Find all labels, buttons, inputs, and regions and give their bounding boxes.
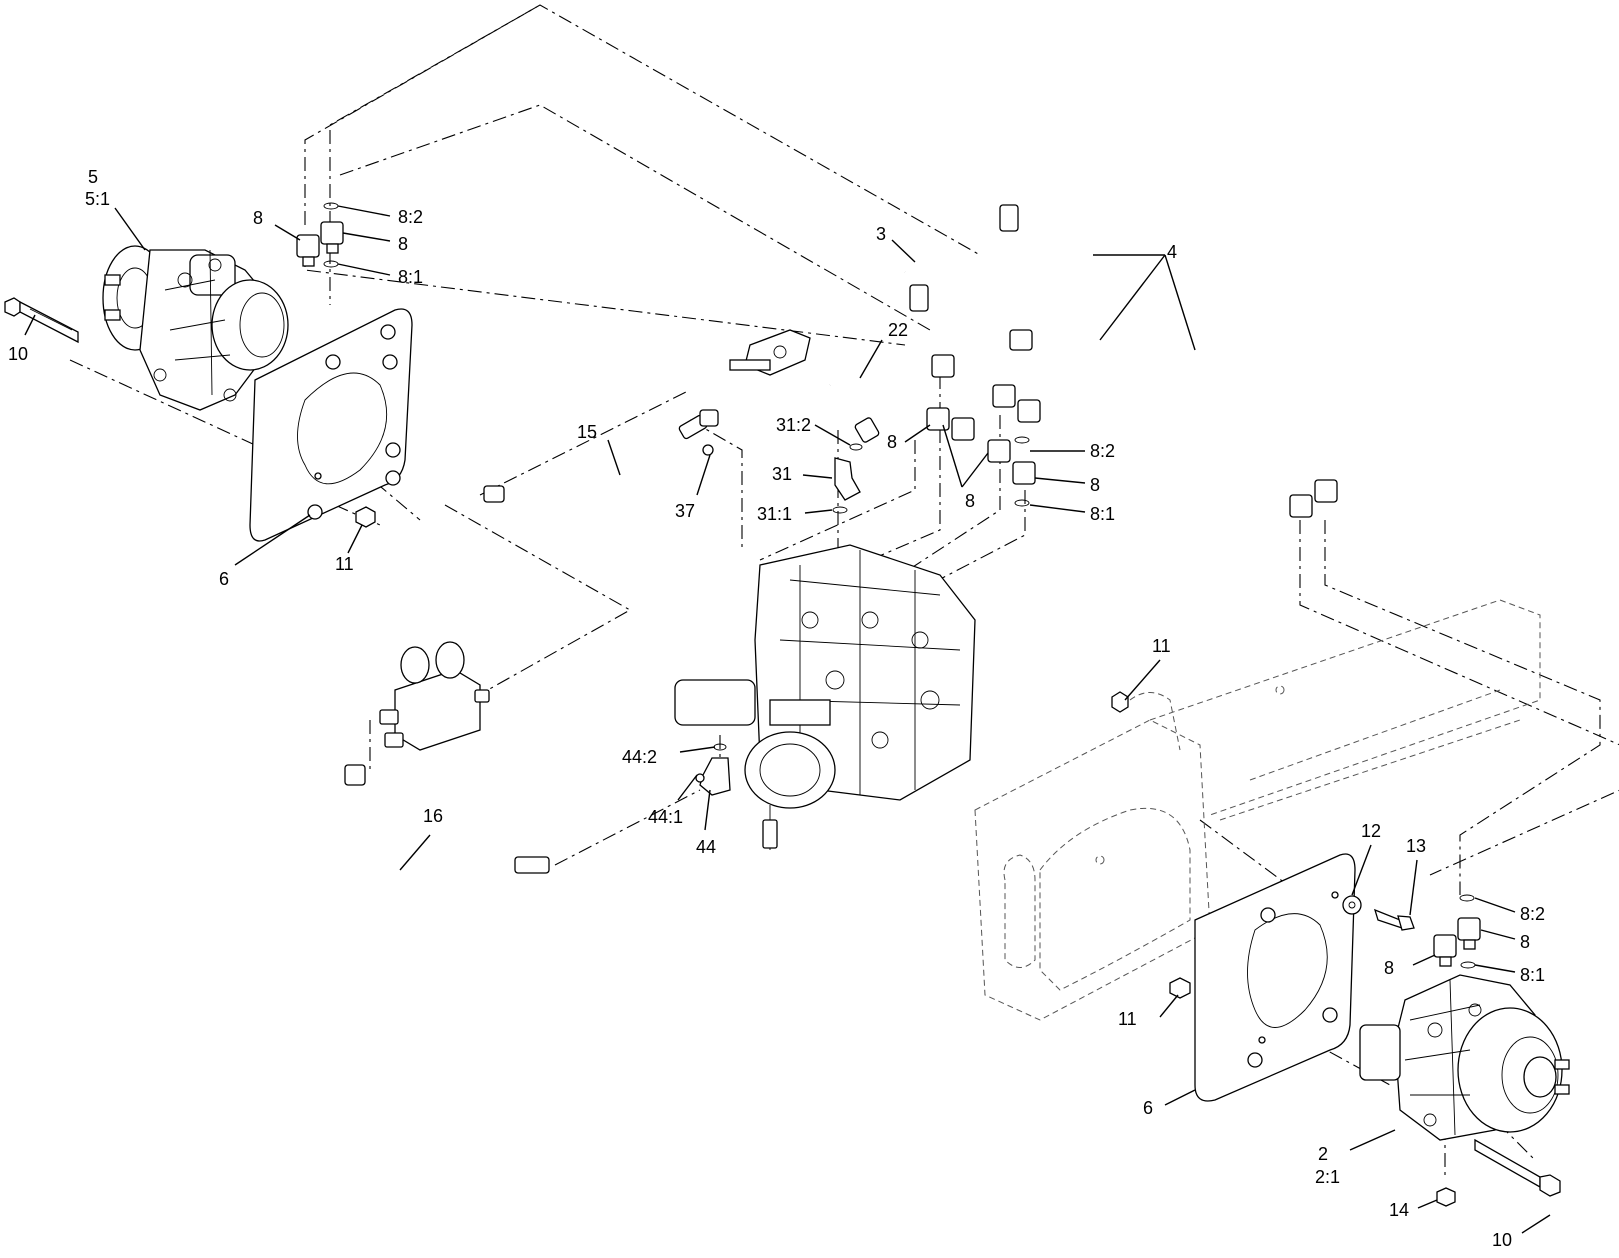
callout-8-center: 8 bbox=[887, 432, 897, 452]
callout-22: 22 bbox=[888, 320, 908, 340]
callout-8-1-left: 8:1 bbox=[398, 267, 423, 287]
right-fittings bbox=[1433, 894, 1481, 969]
callout-44-1: 44:1 bbox=[648, 807, 683, 827]
hose-16 bbox=[343, 764, 550, 881]
callout-3: 3 bbox=[876, 224, 886, 244]
callout-8-center-b: 8 bbox=[965, 491, 975, 511]
callout-8-left: 8 bbox=[253, 208, 263, 228]
callout-44: 44 bbox=[696, 837, 716, 857]
callout-13: 13 bbox=[1406, 836, 1426, 856]
callout-31: 31 bbox=[772, 464, 792, 484]
callout-14: 14 bbox=[1389, 1200, 1409, 1220]
callout-12: 12 bbox=[1361, 821, 1381, 841]
right-adapter-plate bbox=[1194, 853, 1356, 1102]
leader-lines bbox=[24, 205, 1551, 1234]
frame-ghost bbox=[974, 599, 1541, 1021]
right-nut-11 bbox=[1169, 977, 1191, 999]
callout-8-1-center: 8:1 bbox=[1090, 504, 1115, 524]
right-bolt-10 bbox=[1474, 1138, 1561, 1197]
hose-15 bbox=[483, 409, 719, 505]
callout-8-right: 8 bbox=[1520, 932, 1530, 952]
callout-8-mid-left: 8 bbox=[398, 234, 408, 254]
left-fittings bbox=[296, 202, 344, 268]
hose-3 bbox=[903, 263, 998, 378]
hose-22 bbox=[827, 369, 896, 443]
callout-31-1: 31:1 bbox=[757, 504, 792, 524]
valve-block bbox=[379, 641, 490, 751]
center-fittings bbox=[926, 407, 1036, 507]
left-wheel-motor bbox=[102, 245, 289, 411]
washer-12 bbox=[1342, 895, 1362, 915]
callout-5: 5 bbox=[88, 167, 98, 187]
callout-8-2-center: 8:2 bbox=[1090, 441, 1115, 461]
callout-8-center-r: 8 bbox=[1090, 475, 1100, 495]
elbow-44 bbox=[695, 743, 731, 796]
callout-37: 37 bbox=[675, 501, 695, 521]
callout-2: 2 bbox=[1318, 1144, 1328, 1164]
left-bolt-10 bbox=[4, 297, 79, 344]
elbow-31 bbox=[832, 443, 863, 514]
bolt-13 bbox=[1373, 908, 1415, 931]
callout-11-left: 11 bbox=[335, 554, 354, 574]
callout-labels: 5 5:1 8 8:2 8 8:1 10 3 4 22 15 31:2 8 8:… bbox=[8, 167, 1545, 1250]
callout-44-2: 44:2 bbox=[622, 747, 657, 767]
left-nut-11 bbox=[355, 506, 376, 528]
plate-bolt-nuts-left bbox=[307, 324, 401, 520]
right-wheel-motor bbox=[1359, 974, 1570, 1141]
callout-8-2-left: 8:2 bbox=[398, 207, 423, 227]
callout-4: 4 bbox=[1167, 242, 1177, 262]
callout-15: 15 bbox=[577, 422, 597, 442]
callout-8-right-b: 8 bbox=[1384, 958, 1394, 978]
callout-10-right: 10 bbox=[1492, 1230, 1512, 1250]
callout-11-mid: 11 bbox=[1152, 636, 1171, 656]
callout-6-left: 6 bbox=[219, 569, 229, 589]
callout-31-2: 31:2 bbox=[776, 415, 811, 435]
hoses-4 bbox=[992, 204, 1338, 518]
center-pump bbox=[674, 544, 976, 850]
callout-16: 16 bbox=[423, 806, 443, 826]
callout-2-1: 2:1 bbox=[1315, 1167, 1340, 1187]
left-adapter-plate bbox=[249, 308, 413, 542]
plug-14 bbox=[1436, 1187, 1456, 1207]
callout-8-2-right: 8:2 bbox=[1520, 904, 1545, 924]
callout-11-right: 11 bbox=[1118, 1009, 1137, 1029]
callout-8-1-right: 8:1 bbox=[1520, 965, 1545, 985]
callout-6-right: 6 bbox=[1143, 1098, 1153, 1118]
callout-10-left: 10 bbox=[8, 344, 28, 364]
middle-nut-11 bbox=[1111, 691, 1129, 713]
callout-5-1: 5:1 bbox=[85, 189, 110, 209]
valve-bracket bbox=[729, 329, 811, 376]
